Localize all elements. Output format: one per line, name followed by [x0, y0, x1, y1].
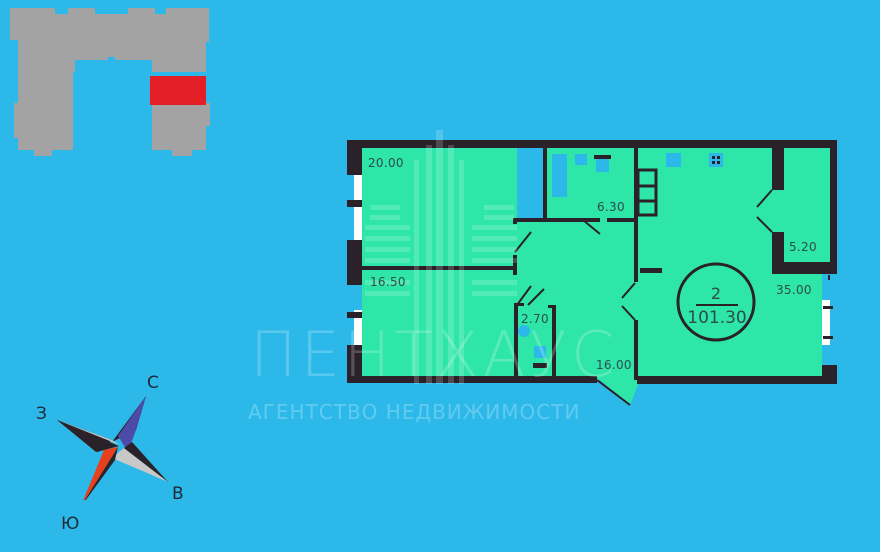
room-area-16-00: 16.00 — [596, 358, 632, 372]
room-area-16-50: 16.50 — [370, 275, 406, 289]
room-area-5-20: 5.20 — [789, 240, 817, 254]
rooms-count: 2 — [710, 284, 722, 303]
floor-plan — [347, 130, 837, 406]
room-area-6-30: 6.30 — [597, 200, 625, 214]
selected-apartment-highlight[interactable] — [150, 76, 206, 105]
room-area-35-00: 35.00 — [776, 283, 812, 297]
room-area-2-70: 2.70 — [521, 312, 549, 326]
total-area: 101.30 — [687, 308, 747, 328]
watermark-title: ПЕНТХАУС — [250, 318, 619, 391]
compass-rose-icon — [57, 396, 168, 500]
compass-east-label: В — [172, 484, 184, 504]
compass-west-label: З — [36, 404, 47, 424]
room-area-20: 20.00 — [368, 156, 404, 170]
building-key-plan-icon — [10, 8, 210, 156]
watermark-subtitle: АГЕНТСТВО НЕДВИЖИМОСТИ — [248, 400, 581, 424]
summary-divider — [696, 304, 738, 306]
compass-north-label: С — [147, 373, 159, 393]
compass-south-label: Ю — [61, 514, 80, 534]
